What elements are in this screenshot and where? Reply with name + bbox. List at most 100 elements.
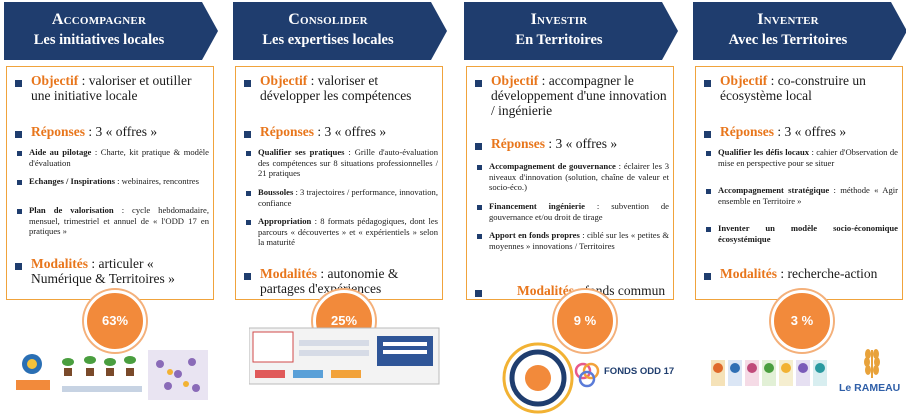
sub-bullet [246, 220, 251, 225]
objectif-label: Objectif [491, 73, 539, 88]
modalites-line: Modalités : articuler « Numérique & Terr… [31, 256, 209, 286]
content-box: Objectif : valoriser et développer les c… [235, 66, 443, 300]
sub-bullet [17, 209, 22, 214]
fund-rings-icon [574, 362, 600, 388]
modalites-label: Modalités [720, 266, 777, 281]
content-box: Objectif : accompagner le développement … [466, 66, 674, 300]
objectif-text: : accompagner le développement d'une inn… [491, 73, 667, 118]
sub-bullet [477, 234, 482, 239]
column-title: Accompagner [51, 11, 147, 28]
objectif-label: Objectif [260, 73, 308, 88]
percent-badge: 63% [84, 290, 146, 352]
offer-item: Aide au pilotage : Charte, kit pratique … [29, 147, 209, 168]
objectif-line: Objectif : valoriser et outiller une ini… [31, 73, 209, 103]
modalites-text: : recherche-action [777, 266, 878, 281]
objectif-line: Objectif : valoriser et développer les c… [260, 73, 438, 103]
screenshot-thumbnail-icon [249, 327, 440, 385]
objectif-text: : valoriser et outiller une initiative l… [31, 73, 192, 103]
reponses-label: Réponses [31, 124, 86, 139]
offer-item: Appropriation : 8 formats pédagogiques, … [258, 216, 438, 248]
arrow-shape [233, 2, 447, 60]
modalites-label: Modalités [31, 256, 88, 271]
bullet-square [244, 273, 251, 280]
reponses-text: : 3 « offres » [314, 124, 387, 139]
bullet-square [15, 131, 22, 138]
offer-item: Accompagnement stratégique : méthode « A… [718, 185, 898, 206]
modalites-line: Modalités : recherche-action [720, 266, 898, 281]
bullet-square [244, 80, 251, 87]
column-subtitle: Avec les Territoires [728, 32, 848, 48]
offer-item: Plan de valorisation : cycle hebdomadair… [29, 205, 209, 237]
header-arrow: Consolider Les expertises locales [233, 2, 447, 60]
bullet-square [704, 80, 711, 87]
objectif-line: Objectif : co-construire un écosystème l… [720, 73, 898, 103]
sdg-illustration-icon [16, 350, 208, 400]
column-title: Inventer [757, 11, 819, 28]
objectif-text: : valoriser et développer les compétence… [260, 73, 412, 103]
sub-bullet [477, 205, 482, 210]
modalites-text: : articuler « Numérique & Territoires » [31, 256, 175, 286]
reponses-line: Réponses : 3 « offres » [491, 136, 669, 151]
offer-item: Apport en fonds propres : ciblé sur les … [489, 230, 669, 251]
wheat-icon [864, 349, 880, 378]
offer-item: Boussoles : 3 trajectoires / performance… [258, 187, 438, 208]
reponses-text: : 3 « offres » [774, 124, 847, 139]
bullet-square [15, 263, 22, 270]
offer-item: Inventer un modèle socio-économique écos… [718, 223, 898, 244]
content-box: Objectif : valoriser et outiller une ini… [6, 66, 214, 300]
arrow-shape [4, 2, 218, 60]
column-subtitle: En Territoires [515, 32, 603, 48]
circular-diagram-icon [502, 342, 574, 414]
percent-badge: 9 % [554, 290, 616, 352]
bullet-square [704, 131, 711, 138]
offer-item: Echanges / Inspirations : webinaires, re… [29, 176, 199, 186]
sub-bullet [706, 189, 711, 194]
bullet-square [475, 290, 482, 297]
column-title: Consolider [288, 11, 368, 28]
offer-item: Accompagnement de gouvernance : éclairer… [489, 161, 669, 193]
bullet-square [244, 131, 251, 138]
reponses-label: Réponses [720, 124, 775, 139]
bullet-square [475, 143, 482, 150]
arrow-shape [693, 2, 906, 60]
column-subtitle: Les expertises locales [262, 32, 394, 48]
sub-bullet [706, 151, 711, 156]
reponses-label: Réponses [491, 136, 546, 151]
sub-bullet [17, 180, 22, 185]
sub-bullet [17, 151, 22, 156]
reponses-line: Réponses : 3 « offres » [260, 124, 438, 139]
reponses-label: Réponses [260, 124, 315, 139]
modalites-label: Modalités [260, 266, 317, 281]
offer-item: Qualifier ses pratiques : Grille d'auto-… [258, 147, 438, 179]
column-accompagner: Accompagner Les initiatives locales Obje… [4, 0, 218, 420]
header-arrow: Accompagner Les initiatives locales [4, 2, 218, 60]
bullet-square [704, 273, 711, 280]
reponses-text: : 3 « offres » [545, 136, 618, 151]
column-title: Investir [530, 11, 588, 28]
content-box: Objectif : co-construire un écosystème l… [695, 66, 903, 300]
percent-badge: 3 % [771, 290, 833, 352]
objectif-line: Objectif : accompagner le développement … [491, 73, 669, 118]
sub-bullet [477, 165, 482, 170]
objectif-label: Objectif [720, 73, 768, 88]
bullet-square [475, 80, 482, 87]
sub-bullet [246, 151, 251, 156]
column-consolider: Consolider Les expertises locales Object… [233, 0, 447, 420]
reponses-line: Réponses : 3 « offres » [31, 124, 209, 139]
header-arrow: Investir En Territoires [464, 2, 678, 60]
reponses-text: : 3 « offres » [85, 124, 158, 139]
header-arrow: Inventer Avec les Territoires [693, 2, 906, 60]
arrow-shape [464, 2, 678, 60]
brand-logo: Le RAMEAU [839, 382, 901, 394]
sub-bullet [706, 227, 711, 232]
modalites-label: Modalités [517, 283, 574, 298]
objectif-label: Objectif [31, 73, 79, 88]
objectif-text: : co-construire un écosystème local [720, 73, 866, 103]
reponses-line: Réponses : 3 « offres » [720, 124, 898, 139]
partner-logos-icon [711, 360, 827, 386]
offer-item: Qualifier les défis locaux : cahier d'Ob… [718, 147, 898, 168]
column-subtitle: Les initiatives locales [33, 32, 165, 48]
offer-item: Financement ingénierie : subvention de g… [489, 201, 669, 222]
column-investir: Investir En Territoires Objectif : accom… [464, 0, 678, 420]
sub-bullet [246, 191, 251, 196]
